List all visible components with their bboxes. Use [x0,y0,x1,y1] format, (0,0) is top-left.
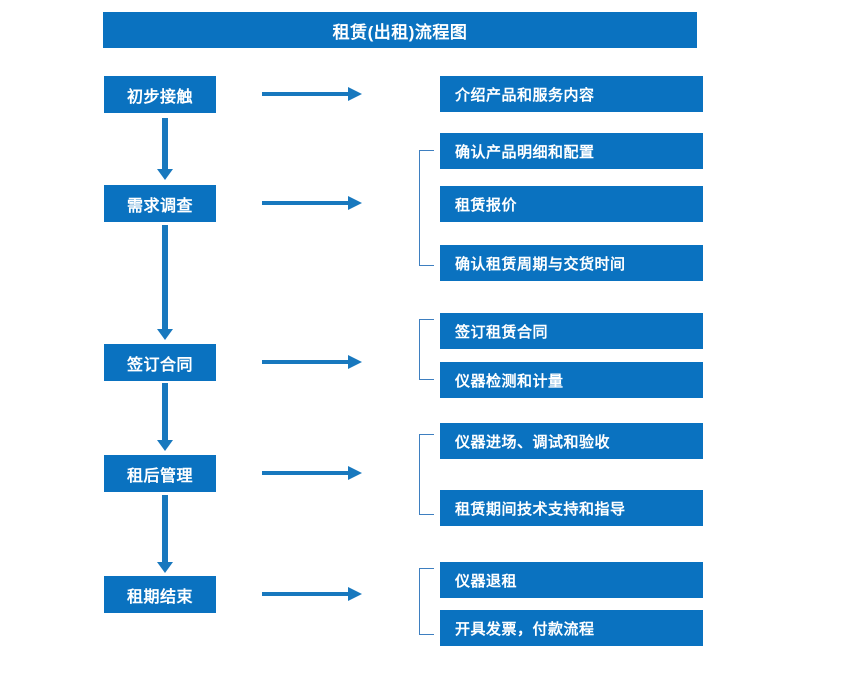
right-arrow-icon-post-rental-management [262,466,362,480]
detail-box-technical-support[interactable]: 租赁期间技术支持和指导 [440,490,703,526]
down-arrow-icon-demand-to-contract [155,225,175,340]
detail-box-rental-quotation[interactable]: 租赁报价 [440,186,703,222]
detail-box-instrument-inspection[interactable]: 仪器检测和计量 [440,362,703,398]
detail-box-confirm-product-specs[interactable]: 确认产品明细和配置 [440,133,703,169]
detail-box-confirm-rental-period[interactable]: 确认租赁周期与交货时间 [440,245,703,281]
stage-box-post-rental-management[interactable]: 租后管理 [104,455,216,492]
down-arrow-icon-contract-to-management [155,383,175,451]
detail-box-sign-rental-contract[interactable]: 签订租赁合同 [440,313,703,349]
right-arrow-icon-rental-end [262,587,362,601]
stage-box-rental-end[interactable]: 租期结束 [104,576,216,613]
group-bracket-rental-end [419,568,434,635]
detail-box-invoice-payment[interactable]: 开具发票，付款流程 [440,610,703,646]
detail-box-introduce-products[interactable]: 介绍产品和服务内容 [440,76,703,112]
group-bracket-sign-contract [419,319,434,380]
group-bracket-post-rental-management [419,434,434,515]
down-arrow-icon-initial-to-demand [155,118,175,180]
stage-box-sign-contract[interactable]: 签订合同 [104,344,216,381]
down-arrow-icon-management-to-end [155,495,175,573]
right-arrow-icon-demand-survey [262,196,362,210]
detail-box-instrument-delivery-commissioning[interactable]: 仪器进场、调试和验收 [440,423,703,459]
group-bracket-demand-survey [419,150,434,266]
right-arrow-icon-sign-contract [262,355,362,369]
stage-box-demand-survey[interactable]: 需求调查 [104,185,216,222]
detail-box-instrument-return[interactable]: 仪器退租 [440,562,703,598]
right-arrow-icon-initial-contact [262,87,362,101]
stage-box-initial-contact[interactable]: 初步接触 [104,76,216,113]
diagram-title: 租赁(出租)流程图 [103,12,697,48]
